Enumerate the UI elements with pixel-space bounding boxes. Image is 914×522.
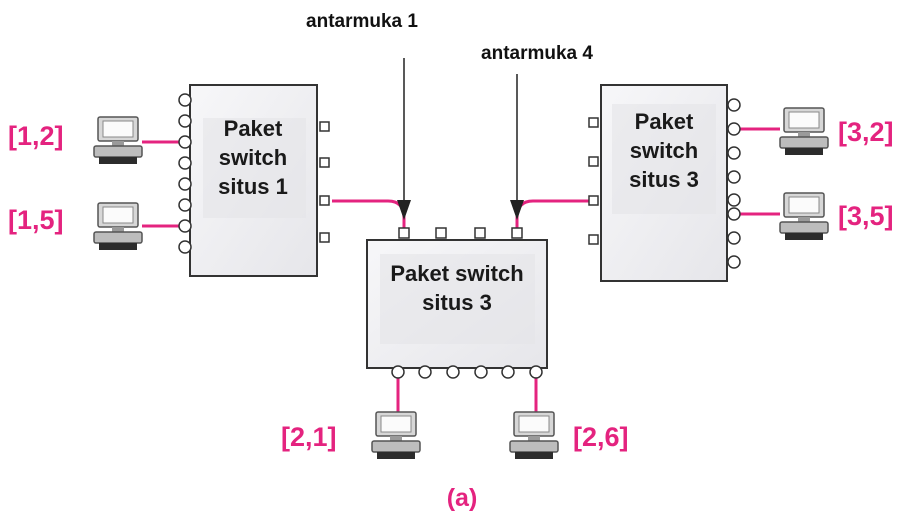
desktop-computer-icon bbox=[779, 107, 829, 156]
switch-center-label-2: situs 3 bbox=[422, 290, 492, 315]
switch-right-ports-left bbox=[588, 117, 599, 245]
host-label-h15: [1,5] bbox=[8, 205, 64, 235]
switch-right-label-3: situs 3 bbox=[629, 167, 699, 192]
link-left-to-center bbox=[332, 199, 406, 228]
host-label-h26: [2,6] bbox=[573, 422, 629, 452]
switch-right-label-2: switch bbox=[630, 138, 698, 163]
switch-center: Paket switch situs 3 bbox=[366, 227, 548, 379]
switch-left-label-2: switch bbox=[219, 145, 287, 170]
desktop-computer-icon bbox=[93, 116, 143, 165]
switch-right-ports-right bbox=[727, 98, 741, 269]
interface-annotations: antarmuka 1 antarmuka 4 bbox=[306, 11, 593, 220]
switch-right: Paket switch situs 3 bbox=[588, 84, 741, 282]
switch-center-ports-bottom bbox=[391, 365, 543, 379]
desktop-computer-icon bbox=[371, 411, 421, 460]
host-h26: [2,6] bbox=[509, 411, 629, 460]
host-h12: [1,2] bbox=[8, 116, 143, 165]
host-h35: [3,5] bbox=[779, 192, 894, 241]
interface-4-label: antarmuka 4 bbox=[481, 43, 593, 64]
host-label-h35: [3,5] bbox=[838, 201, 894, 231]
down-arrow-icon bbox=[397, 200, 411, 220]
switch-left-ports-right bbox=[319, 121, 330, 243]
switch-left-ports-left bbox=[178, 93, 192, 254]
down-arrow-icon bbox=[510, 200, 524, 220]
switch-left: Paket switch situs 1 bbox=[178, 84, 330, 277]
host-h21: [2,1] bbox=[281, 411, 421, 460]
switch-right-label-1: Paket bbox=[635, 109, 694, 134]
host-label-h21: [2,1] bbox=[281, 422, 337, 452]
figure-caption: (a) bbox=[447, 484, 478, 512]
switch-center-label-1: Paket switch bbox=[390, 261, 523, 286]
desktop-computer-icon bbox=[509, 411, 559, 460]
switch-left-label-3: situs 1 bbox=[218, 174, 288, 199]
host-h32: [3,2] bbox=[779, 107, 894, 156]
interface-1-label: antarmuka 1 bbox=[306, 11, 418, 32]
host-label-h12: [1,2] bbox=[8, 121, 64, 151]
desktop-computer-icon bbox=[779, 192, 829, 241]
link-center-to-right bbox=[515, 199, 590, 228]
switch-left-label-1: Paket bbox=[224, 116, 283, 141]
host-h15: [1,5] bbox=[8, 202, 143, 251]
desktop-computer-icon bbox=[93, 202, 143, 251]
switch-center-ports-top bbox=[398, 227, 523, 239]
host-label-h32: [3,2] bbox=[838, 117, 894, 147]
